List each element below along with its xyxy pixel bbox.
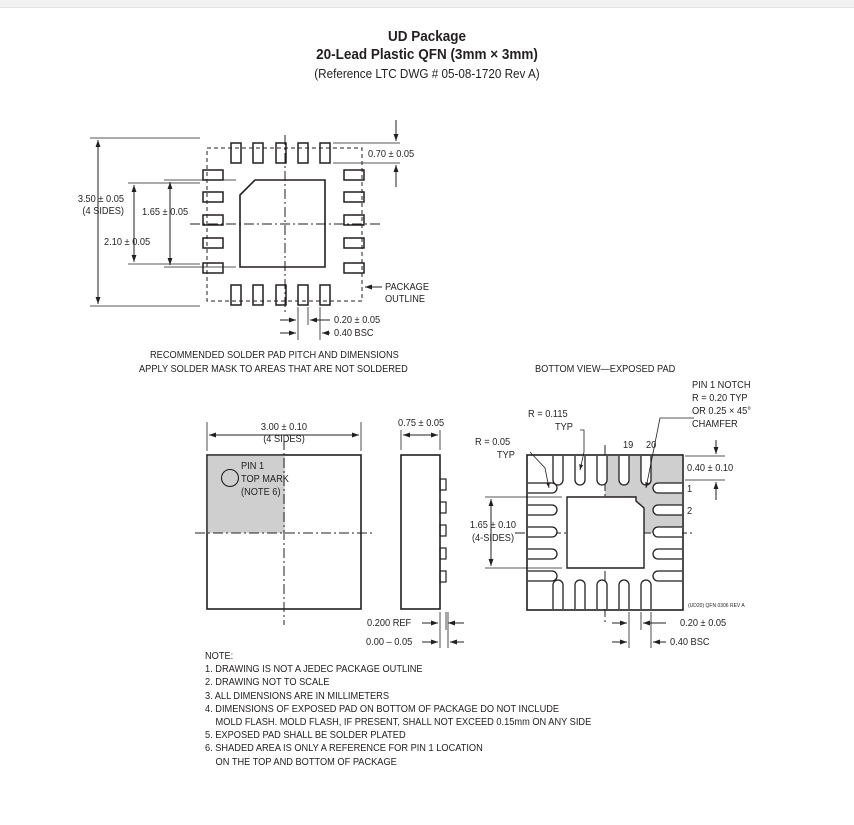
radius-115-label-1: R = 0.115 bbox=[528, 408, 568, 420]
pin1-top-mark bbox=[220, 468, 240, 488]
side-view bbox=[400, 430, 464, 648]
pin-number-2: 2 bbox=[687, 505, 693, 517]
top-view bbox=[195, 422, 375, 625]
notes-heading: NOTE: bbox=[205, 650, 234, 662]
pin1-notch-label-2: R = 0.20 TYP bbox=[692, 392, 748, 404]
bottom-pitch-dim: 0.40 BSC bbox=[670, 636, 710, 648]
note-line: 6. SHADED AREA IS ONLY A REFERENCE FOR P… bbox=[205, 742, 483, 755]
note-line: 3. ALL DIMENSIONS ARE IN MILLIMETERS bbox=[205, 689, 390, 702]
pin-number-19: 19 bbox=[623, 439, 634, 451]
bottom-exposed-sides: (4-SIDES) bbox=[471, 532, 515, 544]
package-subtitle: 20-Lead Plastic QFN (3mm × 3mm) bbox=[316, 46, 538, 63]
package-outline-label-1: PACKAGE bbox=[385, 281, 429, 293]
notes-block: NOTE: 1. DRAWING IS NOT A JEDEC PACKAGE … bbox=[205, 650, 591, 769]
side-view-height-dim: 0.75 ± 0.05 bbox=[398, 417, 445, 429]
dim-pitch-label: 0.40 BSC bbox=[334, 327, 374, 339]
exposed-land-pad bbox=[239, 179, 326, 268]
dim-pad-width-label: 0.20 ± 0.05 bbox=[334, 314, 381, 326]
dim-inner-label: 2.10 ± 0.05 bbox=[104, 236, 151, 248]
land-pads bbox=[202, 142, 365, 306]
top-view-body-dim: 3.00 ± 0.10 bbox=[260, 421, 308, 433]
pin1-notch-label-3: OR 0.25 × 45° bbox=[692, 405, 751, 417]
land-pattern-caption-2: APPLY SOLDER MASK TO AREAS THAT ARE NOT … bbox=[139, 363, 408, 375]
dim-exposed-label: 1.65 ± 0.05 bbox=[142, 206, 189, 218]
bottom-view bbox=[485, 417, 725, 648]
dim-pad-length-label: 0.70 ± 0.05 bbox=[368, 148, 415, 160]
pin1-shaded-area bbox=[207, 455, 285, 533]
land-pattern-caption-1: RECOMMENDED SOLDER PAD PITCH AND DIMENSI… bbox=[150, 349, 399, 361]
package-outline-label-2: OUTLINE bbox=[385, 293, 426, 305]
side-view-ref-dim: 0.200 REF bbox=[367, 617, 412, 629]
package-title: UD Package bbox=[387, 28, 467, 45]
radius-05-label-2: TYP bbox=[497, 449, 515, 461]
dim-overall-label: 3.50 ± 0.05 bbox=[77, 193, 124, 205]
exposed-pad bbox=[566, 496, 645, 569]
pin1-mark-label-3: (NOTE 6) bbox=[241, 486, 281, 498]
radius-05-label-1: R = 0.05 bbox=[475, 436, 511, 448]
pin-number-1: 1 bbox=[687, 483, 693, 495]
dim-overall-sides-label: (4 SIDES) bbox=[82, 205, 124, 217]
note-line: 4. DIMENSIONS OF EXPOSED PAD ON BOTTOM O… bbox=[205, 702, 560, 715]
pin-number-20: 20 bbox=[646, 439, 657, 451]
pin1-notch-label-4: CHAMFER bbox=[692, 418, 738, 430]
reference-drawing: (Reference LTC DWG # 05-08-1720 Rev A) bbox=[314, 66, 540, 81]
top-strip bbox=[0, 0, 854, 8]
lead-width-dim: 0.20 ± 0.05 bbox=[680, 617, 727, 629]
top-view-body-sides: (4 SIDES) bbox=[263, 433, 305, 445]
side-view-standoff-dim: 0.00 – 0.05 bbox=[366, 636, 413, 648]
lead-length-dim: 0.40 ± 0.10 bbox=[687, 462, 734, 474]
note-line: 2. DRAWING NOT TO SCALE bbox=[205, 676, 330, 689]
radius-115-label-2: TYP bbox=[555, 421, 573, 433]
recommended-land-pattern bbox=[90, 120, 400, 340]
pin1-mark-label-2: TOP MARK bbox=[241, 473, 289, 485]
drawing-code: (UD20) QFN 0306 REV A bbox=[688, 603, 745, 609]
pin1-notch-label-1: PIN 1 NOTCH bbox=[692, 379, 751, 391]
note-line: ON THE TOP AND BOTTOM OF PACKAGE bbox=[215, 755, 397, 768]
bottom-exposed-dim: 1.65 ± 0.10 bbox=[469, 519, 517, 531]
pin1-mark-label-1: PIN 1 bbox=[241, 460, 265, 472]
note-line: MOLD FLASH. MOLD FLASH, IF PRESENT, SHAL… bbox=[215, 716, 592, 729]
note-line: 5. EXPOSED PAD SHALL BE SOLDER PLATED bbox=[205, 729, 406, 742]
bottom-view-caption: BOTTOM VIEW—EXPOSED PAD bbox=[535, 363, 676, 375]
note-line: 1. DRAWING IS NOT A JEDEC PACKAGE OUTLIN… bbox=[205, 663, 423, 676]
